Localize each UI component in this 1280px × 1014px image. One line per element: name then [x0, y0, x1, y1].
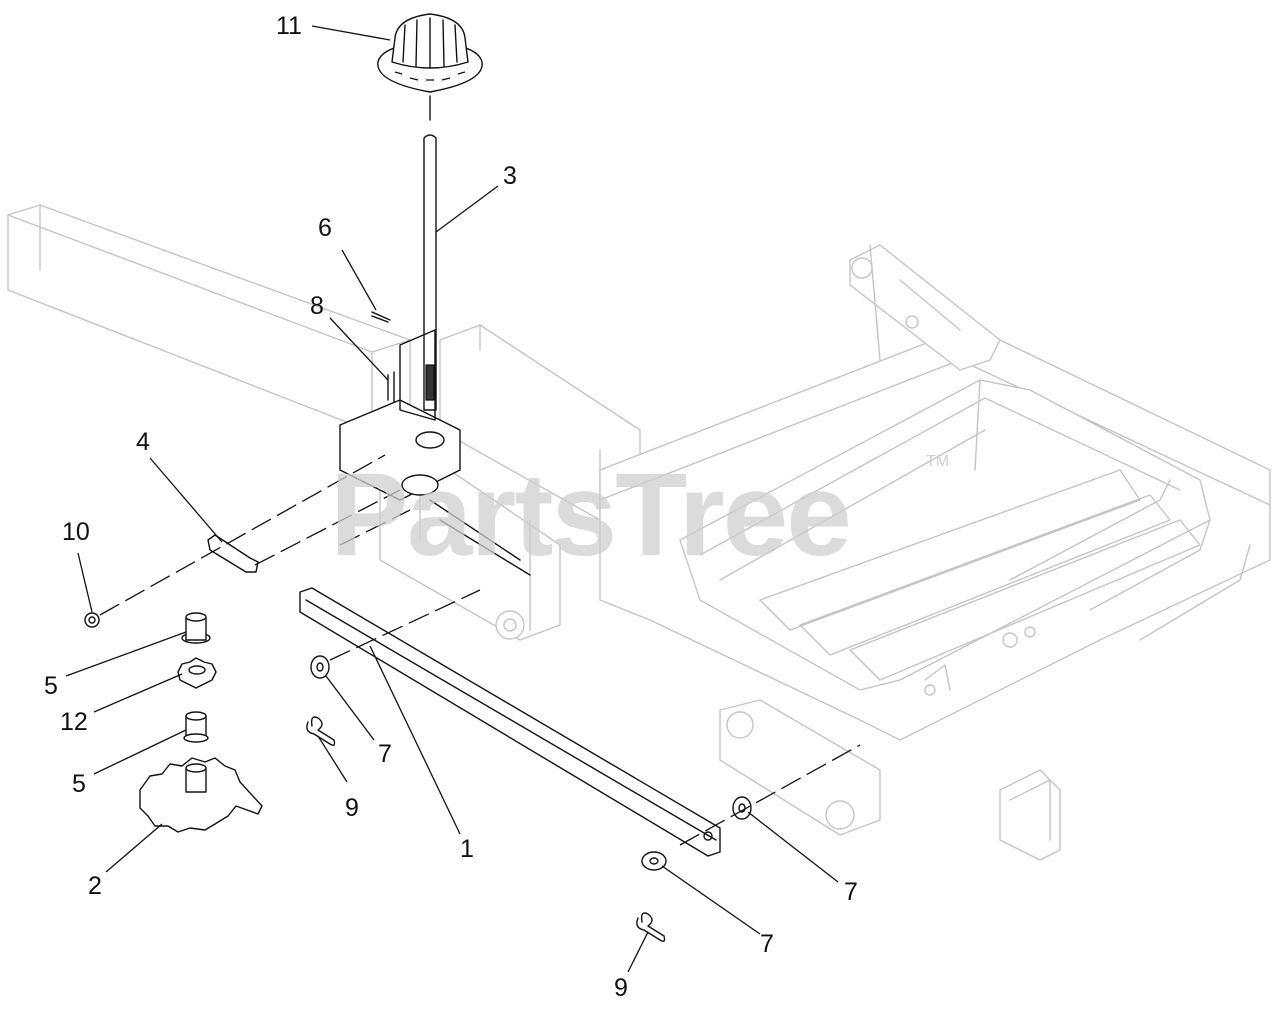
part-10-nut [84, 612, 100, 628]
part-6-pin [371, 311, 391, 323]
leader-lines [65, 25, 839, 973]
part-7-washer-c [641, 851, 667, 871]
callout-9b: 9 [614, 974, 628, 1002]
callout-8: 8 [310, 292, 324, 320]
callout-6: 6 [318, 214, 332, 242]
callout-1: 1 [460, 835, 474, 863]
alignment-lines [99, 454, 861, 846]
mount-bracket [339, 329, 531, 576]
part-5-bushing-upper [181, 612, 211, 644]
part-9-clip-a [306, 716, 336, 747]
part-4-tab [207, 534, 259, 573]
part-11-knob [377, 13, 483, 121]
callout-4: 4 [136, 428, 150, 456]
callout-7a: 7 [378, 740, 392, 768]
callout-9a: 9 [345, 794, 359, 822]
watermark-text: PartsTree [330, 449, 850, 581]
callout-12: 12 [60, 708, 88, 736]
callout-10: 10 [62, 518, 90, 546]
callout-5b: 5 [72, 770, 86, 798]
part-7-washer-b [732, 796, 752, 820]
callout-11: 11 [276, 12, 302, 40]
callout-3: 3 [503, 162, 517, 190]
part-9-clip-b [636, 912, 666, 943]
part-12-gear [177, 657, 217, 689]
callout-2: 2 [88, 872, 102, 900]
chassis-frame [7, 204, 1271, 861]
part-7-washer-a [310, 655, 330, 679]
part-2-plate [139, 757, 263, 833]
callout-7c: 7 [760, 930, 774, 958]
callout-5a: 5 [44, 672, 58, 700]
part-3-shaft [423, 134, 437, 411]
callouts: 11 3 6 8 4 10 5 12 5 2 7 9 1 7 7 9 [44, 12, 858, 1002]
part-5-bushing-lower [183, 711, 209, 743]
callout-7b: 7 [844, 878, 858, 906]
watermark-tm: TM [926, 453, 949, 470]
